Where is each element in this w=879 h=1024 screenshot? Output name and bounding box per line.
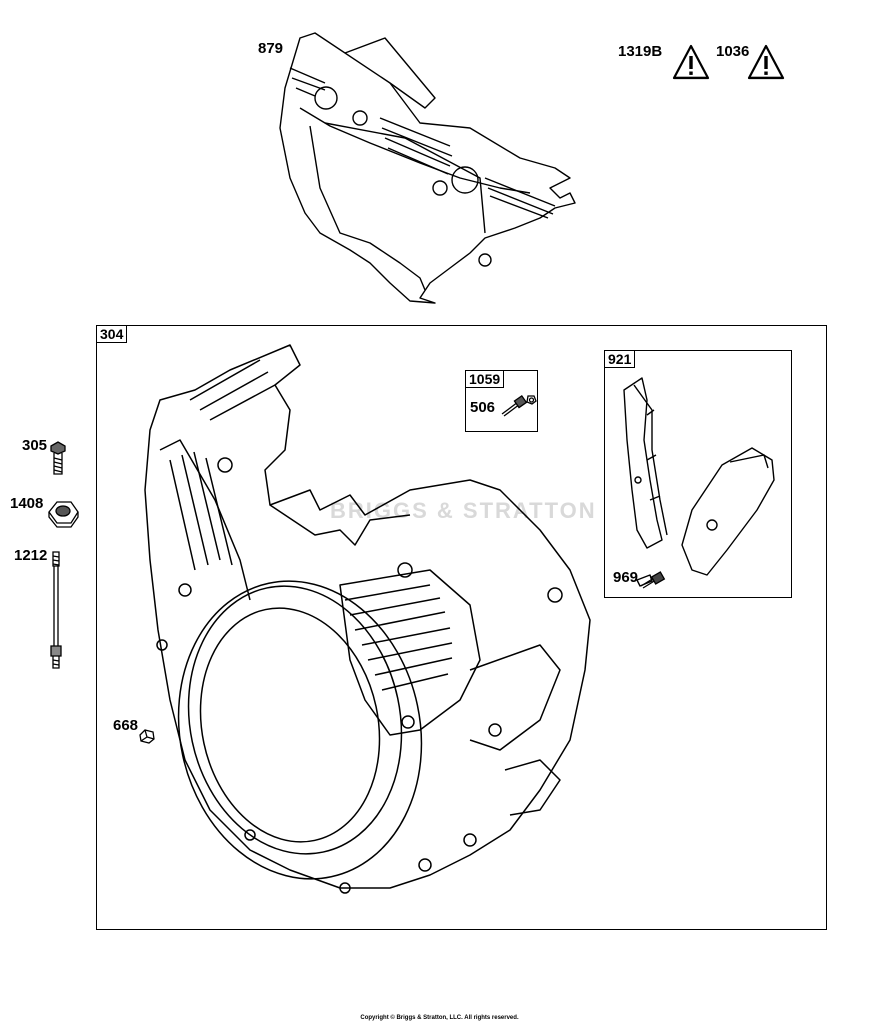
plug-668-drawing: [139, 729, 155, 744]
guard-part-drawing: [279, 32, 576, 304]
baffle-921-drawing: [623, 377, 775, 587]
callout-1408[interactable]: 1408: [10, 495, 44, 512]
callout-1059[interactable]: 1059: [465, 370, 505, 388]
nut-1408-drawing: [48, 501, 79, 528]
callout-506[interactable]: 506: [470, 399, 496, 416]
warning-triangle-icon: [672, 44, 710, 80]
stud-1212-drawing: [50, 551, 62, 669]
callout-921[interactable]: 921: [604, 350, 636, 368]
callout-1319b[interactable]: 1319B: [618, 43, 663, 60]
callout-1212[interactable]: 1212: [14, 547, 48, 564]
bolt-305-drawing: [50, 441, 66, 475]
callout-1036[interactable]: 1036: [716, 43, 750, 60]
blower-housing-drawing: [144, 344, 591, 894]
callout-969[interactable]: 969: [613, 569, 639, 586]
callout-305[interactable]: 305: [22, 437, 48, 454]
copyright-text: Copyright © Briggs & Stratton, LLC. All …: [360, 1015, 519, 1021]
housing-frame: [96, 325, 827, 930]
kit-921-frame: [604, 350, 792, 598]
screw-969-drawing: [640, 571, 666, 589]
callout-668[interactable]: 668: [113, 717, 139, 734]
screw-506-drawing: [501, 394, 537, 417]
warning-triangle-icon: [747, 44, 785, 80]
callout-304[interactable]: 304: [96, 325, 128, 343]
callout-879[interactable]: 879: [258, 40, 284, 57]
